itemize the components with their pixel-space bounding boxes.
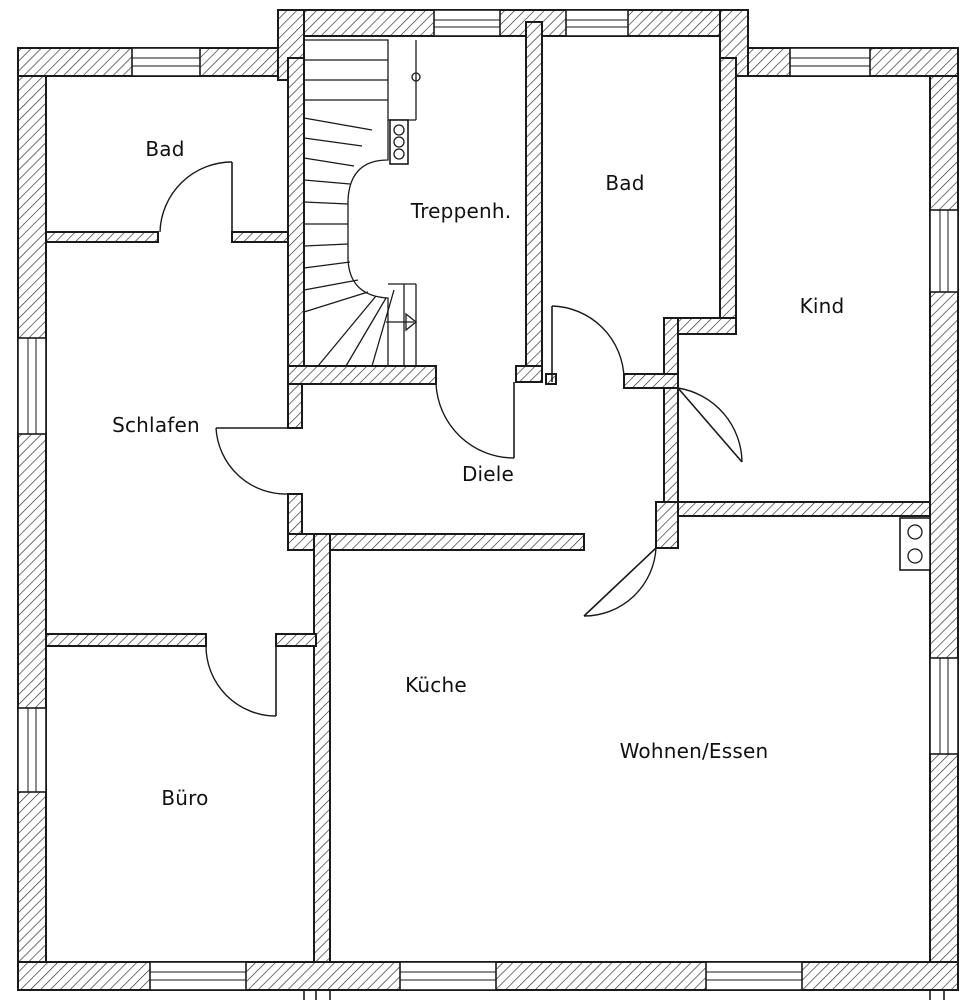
room-label-wohnen-essen: Wohnen/Essen [619, 739, 769, 763]
window-kind-north [789, 47, 871, 77]
window-bad-left-north [131, 47, 201, 77]
window-bath-right-north [565, 9, 629, 37]
door-wohnen [583, 547, 657, 617]
door-schlafen [215, 427, 289, 495]
window-stair-north [433, 9, 501, 37]
room-label-kueche: Küche [405, 673, 467, 697]
room-label-diele: Diele [461, 462, 515, 486]
wall-stair-east-foot [515, 365, 543, 383]
kitchen-stove [899, 517, 931, 571]
wall-bad-south-left [45, 231, 159, 243]
doors [159, 161, 743, 717]
room-label-schlafen: Schlafen [112, 413, 200, 437]
door-bath-right [551, 305, 625, 382]
door-kind [677, 387, 743, 463]
wall-diele-south [287, 533, 585, 551]
room-label-bad-right: Bad [605, 171, 645, 195]
wall-north-projection [277, 9, 749, 37]
wall-bath-door-stub [545, 373, 557, 385]
windows [17, 9, 959, 991]
window-kueche-south [399, 961, 497, 991]
wall-bad-south-right [231, 231, 289, 243]
staircase [303, 39, 421, 367]
window-buero-west [17, 707, 47, 793]
wall-stair-south [287, 365, 437, 385]
interior-walls [45, 21, 931, 963]
room-label-kind: Kind [799, 294, 845, 318]
stair-shaft-box [389, 119, 409, 165]
wall-bath-south [623, 373, 679, 389]
door-stair [435, 382, 515, 459]
window-schlafen-west [17, 337, 47, 435]
wall-kind-west [663, 317, 679, 505]
window-kind-east [929, 209, 959, 293]
window-wohnen-east [929, 657, 959, 755]
window-buero-south [149, 961, 247, 991]
wall-buero-north-left [45, 633, 207, 647]
room-label-bad-left: Bad [145, 137, 185, 161]
window-wohnen-south [705, 961, 803, 991]
wall-west [17, 47, 47, 991]
wall-buero-north-right [275, 633, 317, 647]
wall-kind-south [663, 501, 931, 517]
wall-stair-west [287, 57, 305, 385]
dimension-ticks [303, 990, 945, 1000]
wall-bath-east [719, 57, 737, 329]
room-label-buero: Büro [161, 786, 209, 810]
wall-east [929, 47, 959, 991]
wall-schlafen-east-upper [287, 383, 303, 429]
door-bad-left [159, 161, 233, 233]
wall-kueche-west [313, 533, 331, 963]
room-label-treppenhaus: Treppenh. [410, 199, 512, 223]
door-buero [205, 645, 277, 717]
wall-kind-corner [655, 501, 679, 549]
wall-stair-east [525, 21, 543, 383]
